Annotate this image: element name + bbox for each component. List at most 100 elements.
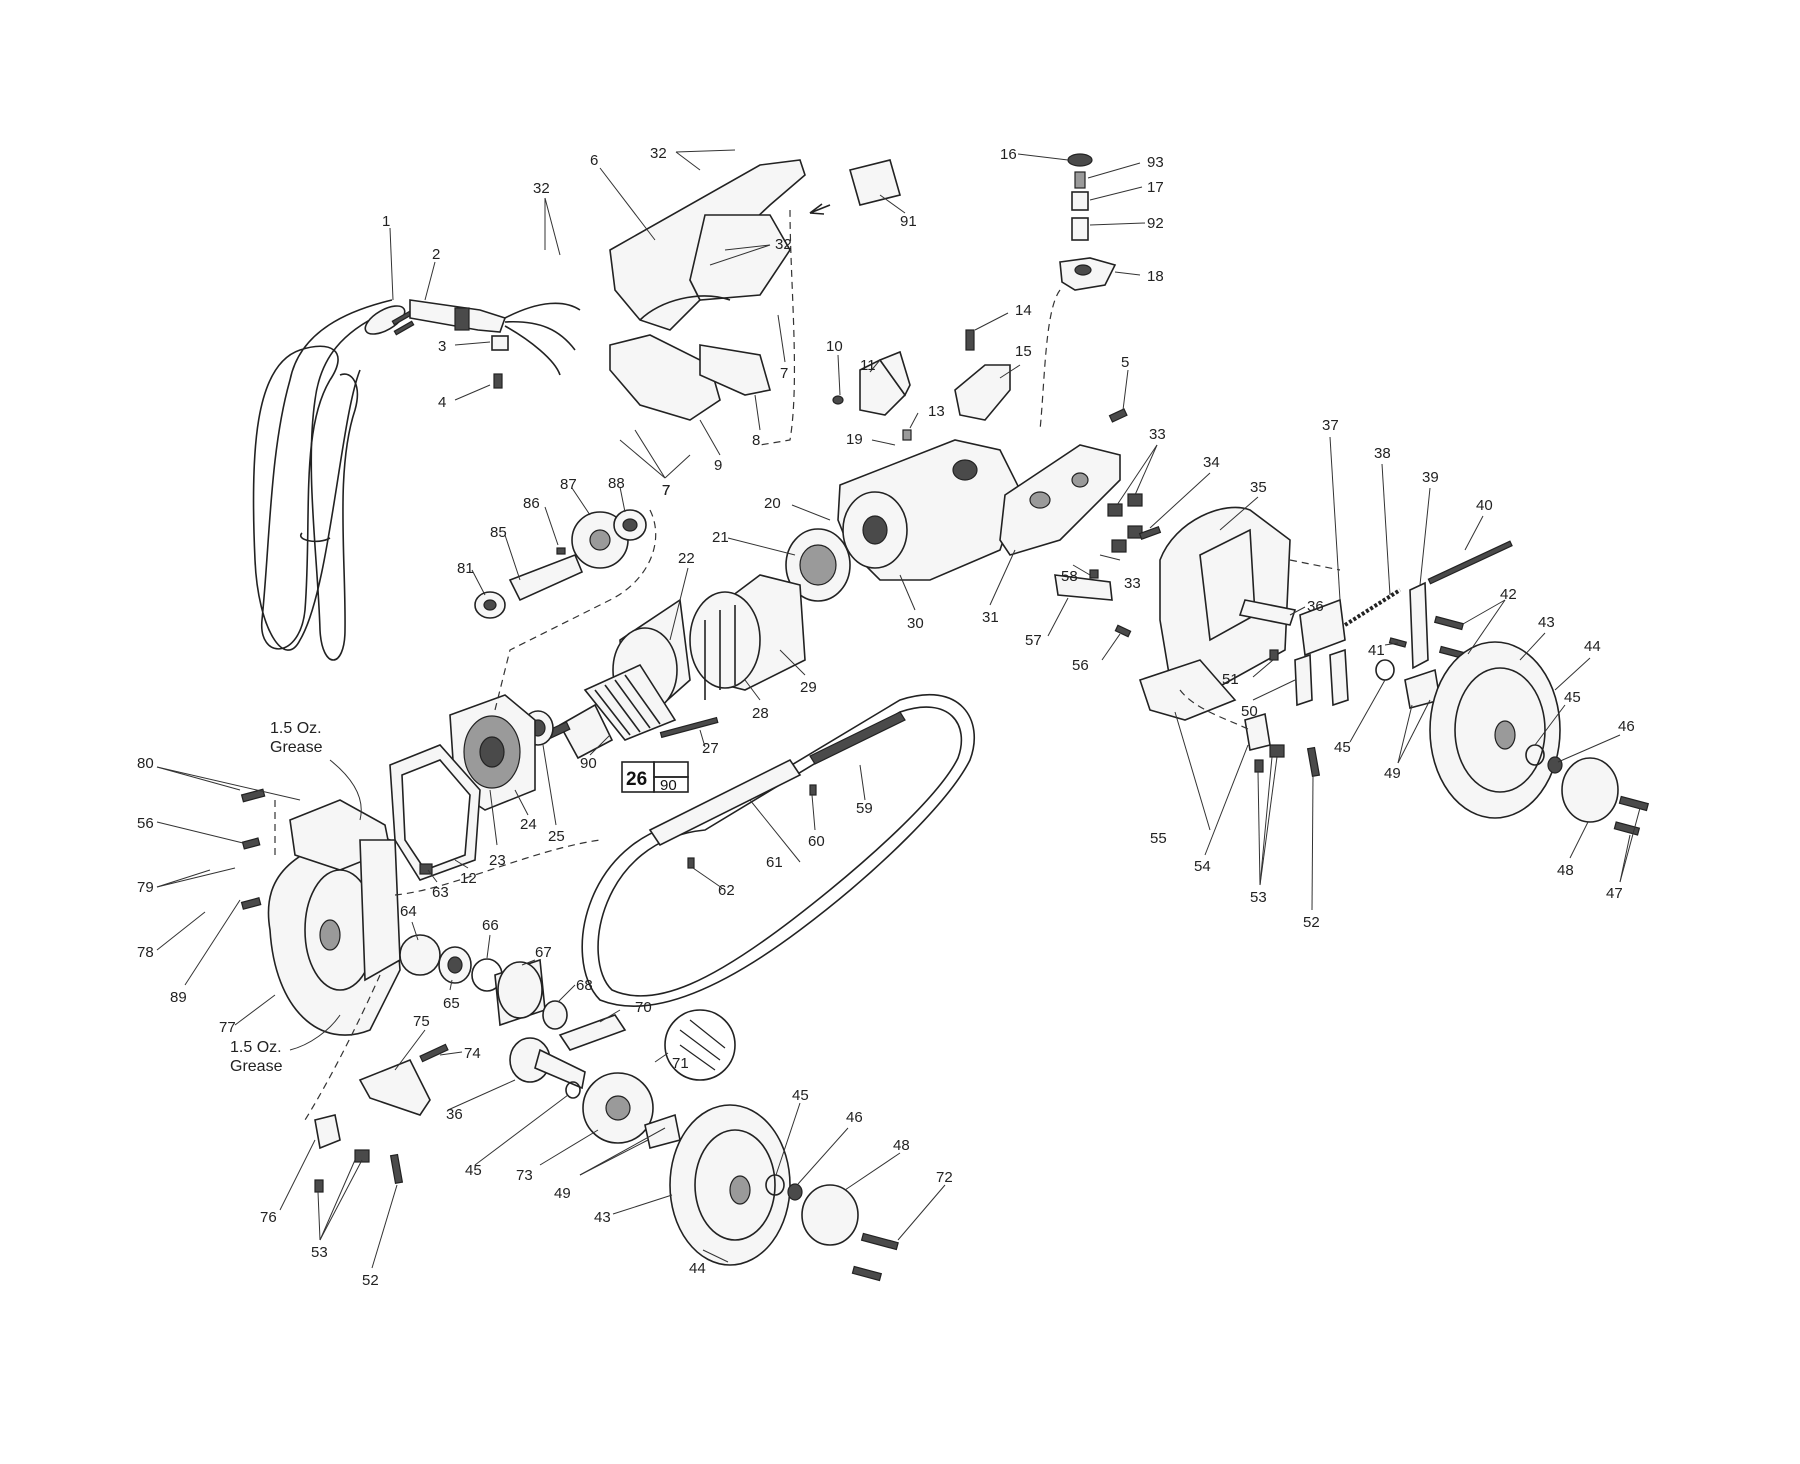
- callout-18: 18: [1147, 268, 1164, 285]
- callout-55: 55: [1150, 830, 1167, 847]
- callout-39: 39: [1422, 469, 1439, 486]
- callout-8: 8: [752, 432, 760, 449]
- callout-50: 50: [1241, 703, 1258, 720]
- grease-note-bottom-line2: Grease: [230, 1058, 283, 1075]
- callout-53: 53: [311, 1244, 328, 1261]
- callout-7: 7: [662, 482, 670, 499]
- kit-box-26: 26: [626, 769, 647, 790]
- callout-22: 22: [678, 550, 695, 567]
- callout-44: 44: [1584, 638, 1601, 655]
- callout-2: 2: [432, 246, 440, 263]
- callout-38: 38: [1374, 445, 1391, 462]
- callout-57: 57: [1025, 632, 1042, 649]
- callout-63: 63: [432, 884, 449, 901]
- callout-21: 21: [712, 529, 729, 546]
- gear-case: [267, 799, 401, 1036]
- callout-49: 49: [554, 1185, 571, 1202]
- callout-29: 29: [800, 679, 817, 696]
- callout-27: 27: [702, 740, 719, 757]
- callout-66: 66: [482, 917, 499, 934]
- callout-87: 87: [560, 476, 577, 493]
- callout-6: 6: [590, 152, 598, 169]
- callout-47: 47: [1606, 885, 1623, 902]
- callout-60: 60: [808, 833, 825, 850]
- callout-33: 33: [1149, 426, 1166, 443]
- callout-53: 53: [1250, 889, 1267, 906]
- callout-46: 46: [1618, 718, 1635, 735]
- callout-40: 40: [1476, 497, 1493, 514]
- callout-5: 5: [1121, 354, 1129, 371]
- callout-81: 81: [457, 560, 474, 577]
- callout-36: 36: [1307, 598, 1324, 615]
- callout-70: 70: [635, 999, 652, 1016]
- callout-45: 45: [1564, 689, 1581, 706]
- grease-note-top: 1.5 Oz. Grease: [270, 720, 323, 756]
- callout-9: 9: [714, 457, 722, 474]
- callout-85: 85: [490, 524, 507, 541]
- callout-34: 34: [1203, 454, 1220, 471]
- callout-25: 25: [548, 828, 565, 845]
- callout-77: 77: [219, 1019, 236, 1036]
- callout-56: 56: [137, 815, 154, 832]
- callout-14: 14: [1015, 302, 1032, 319]
- callout-79: 79: [137, 879, 154, 896]
- callout-89: 89: [170, 989, 187, 1006]
- callout-56: 56: [1072, 657, 1089, 674]
- callout-86: 86: [523, 495, 540, 512]
- kit-box: 26 90: [621, 761, 689, 794]
- callout-51: 51: [1222, 671, 1239, 688]
- callout-67: 67: [535, 944, 552, 961]
- grease-note-bottom: 1.5 Oz. Grease: [230, 1039, 283, 1075]
- callout-16: 16: [1000, 146, 1017, 163]
- callout-36: 36: [446, 1106, 463, 1123]
- callout-52: 52: [362, 1272, 379, 1289]
- callout-43: 43: [594, 1209, 611, 1226]
- callout-45: 45: [792, 1087, 809, 1104]
- callout-28: 28: [752, 705, 769, 722]
- callout-48: 48: [893, 1137, 910, 1154]
- callout-7: 7: [662, 482, 670, 499]
- callout-73: 73: [516, 1167, 533, 1184]
- callout-48: 48: [1557, 862, 1574, 879]
- callout-46: 46: [846, 1109, 863, 1126]
- handle-assembly: [609, 159, 806, 331]
- callout-24: 24: [520, 816, 537, 833]
- leader-lines: [156, 149, 1641, 1269]
- callout-44: 44: [689, 1260, 706, 1277]
- callout-92: 92: [1147, 215, 1164, 232]
- callout-labels: 1 2 3 4 5 6 7 7 7 7 8 9 10 11 12 13 14 1…: [137, 145, 1635, 1289]
- callout-19: 19: [846, 431, 863, 448]
- kit-box-90: 90: [660, 777, 677, 794]
- callout-88: 88: [608, 475, 625, 492]
- callout-30: 30: [907, 615, 924, 632]
- callout-58: 58: [1061, 568, 1078, 585]
- callout-64: 64: [400, 903, 417, 920]
- callout-20: 20: [764, 495, 781, 512]
- grease-note-bottom-line1: 1.5 Oz.: [230, 1039, 282, 1056]
- callout-32: 32: [775, 236, 792, 253]
- callout-76: 76: [260, 1209, 277, 1226]
- callout-49: 49: [1384, 765, 1401, 782]
- callout-68: 68: [576, 977, 593, 994]
- callout-80: 80: [137, 755, 154, 772]
- callout-91: 91: [900, 213, 917, 230]
- callout-75: 75: [413, 1013, 430, 1030]
- callout-42: 42: [1500, 586, 1517, 603]
- power-cord: [252, 299, 581, 661]
- callout-7: 7: [780, 365, 788, 382]
- callout-54: 54: [1194, 858, 1211, 875]
- callout-37: 37: [1322, 417, 1339, 434]
- callout-32: 32: [533, 180, 550, 197]
- callout-31: 31: [982, 609, 999, 626]
- callout-17: 17: [1147, 179, 1164, 196]
- callout-23: 23: [489, 852, 506, 869]
- callout-45: 45: [465, 1162, 482, 1179]
- callout-1: 1: [382, 213, 390, 230]
- callout-71: 71: [672, 1055, 689, 1072]
- callout-32: 32: [650, 145, 667, 162]
- callout-41: 41: [1368, 642, 1385, 659]
- callout-33: 33: [1124, 575, 1141, 592]
- parts-artwork: [240, 153, 1650, 1282]
- callout-78: 78: [137, 944, 154, 961]
